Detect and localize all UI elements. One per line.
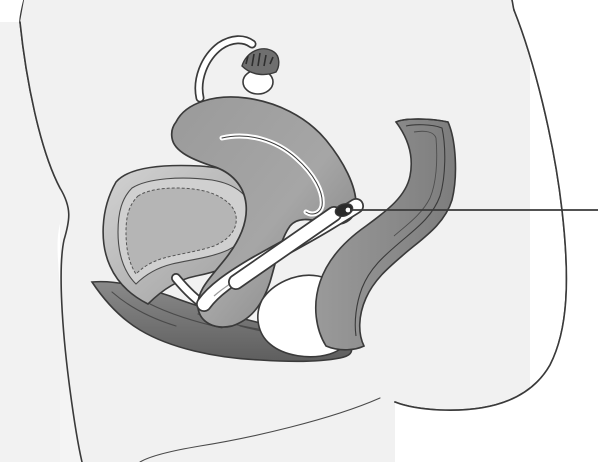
pelvic-anatomy-diagram <box>0 0 598 462</box>
